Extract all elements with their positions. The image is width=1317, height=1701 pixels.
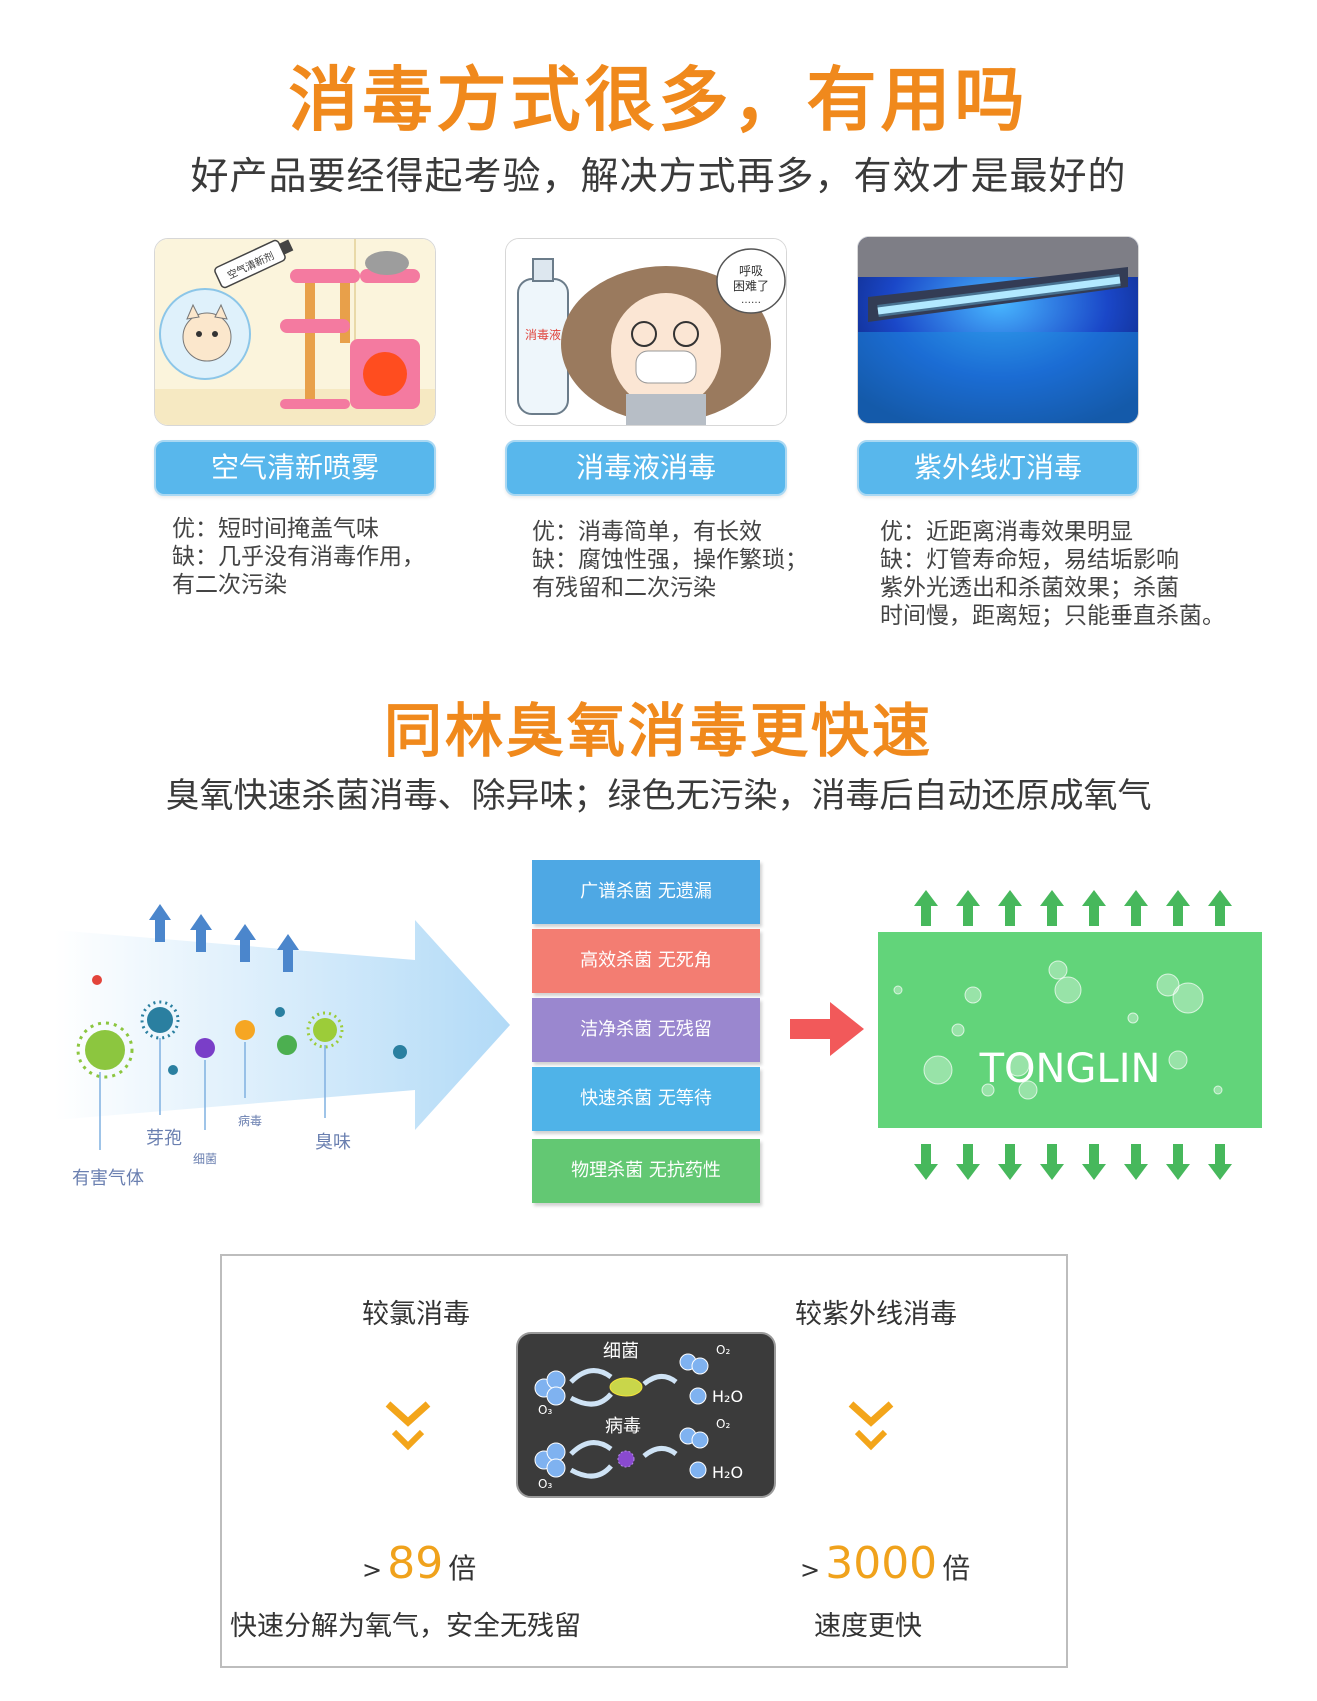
speech-line-1: 呼吸 <box>739 264 763 278</box>
label-bacteria: 细菌 <box>193 1152 218 1166</box>
air-spray-cons-1: 缺：几乎没有消毒作用， <box>172 544 425 570</box>
diagram-o3-bottom: O₃ <box>538 1477 552 1491</box>
germs-arrow-graphic <box>55 904 510 1150</box>
uv-unit: 倍 <box>942 1552 971 1585</box>
chlorine-multiplier: > 89 倍 <box>362 1538 476 1589</box>
method-uv-lamp-button: 紫外线灯消毒 <box>857 440 1139 496</box>
diagram-o3-top: O₃ <box>538 1403 552 1417</box>
brand-name: TONGLIN <box>979 1046 1161 1092</box>
air-spray-illustration: 空气清新剂 <box>154 238 436 426</box>
feature-tag-efficient: 高效杀菌 无死角 <box>532 929 760 993</box>
uv-cons-2: 紫外光透出和杀菌效果；杀菌 <box>880 575 1179 601</box>
feature-tag-clean: 洁净杀菌 无残留 <box>532 998 760 1062</box>
diagram-bacteria-label: 细菌 <box>603 1341 639 1362</box>
air-spray-pros: 优：短时间掩盖气味 <box>172 516 379 542</box>
right-arrow-icon <box>790 1002 864 1056</box>
greater-than-sign: > <box>800 1556 821 1584</box>
label-spore: 芽孢 <box>146 1128 182 1149</box>
chevron-down-icon <box>848 1401 894 1451</box>
feature-tag-physical: 物理杀菌 无抗药性 <box>532 1139 760 1203</box>
disinfectant-cons-2: 有残留和二次污染 <box>532 575 716 601</box>
air-spray-cons-2: 有二次污染 <box>172 572 287 598</box>
uv-pros: 优：近距离消毒效果明显 <box>880 519 1133 545</box>
feature-tag-broad-spectrum: 广谱杀菌 无遗漏 <box>532 860 760 924</box>
page-subtitle: 好产品要经得起考验，解决方式再多，有效才是最好的 <box>190 154 1127 198</box>
chlorine-value: 89 <box>387 1538 444 1589</box>
greater-than-sign: > <box>362 1556 383 1584</box>
disinfectant-illustration: 消毒液 呼吸 困难了 …… <box>505 238 787 426</box>
ozone-subtitle: 臭氧快速杀菌消毒、除异味；绿色无污染，消毒后自动还原成氧气 <box>165 776 1152 816</box>
chevron-down-icon <box>385 1401 431 1451</box>
diagram-h2o-bottom: H₂O <box>712 1463 743 1482</box>
ozone-title: 同林臭氧消毒更快速 <box>383 697 933 765</box>
chlorine-description: 快速分解为氧气，安全无残留 <box>230 1611 581 1642</box>
page-title: 消毒方式很多，有用吗 <box>288 59 1029 141</box>
uv-value: 3000 <box>825 1538 938 1589</box>
diagram-h2o-top: H₂O <box>712 1387 743 1406</box>
feature-tag-fast: 快速杀菌 无等待 <box>532 1067 760 1131</box>
chlorine-unit: 倍 <box>448 1552 477 1585</box>
label-odor: 臭味 <box>315 1132 351 1153</box>
disinfectant-cons-1: 缺：腐蚀性强，操作繁琐； <box>532 547 808 573</box>
uv-multiplier: > 3000 倍 <box>800 1538 970 1589</box>
label-harmful-gas: 有害气体 <box>72 1168 144 1189</box>
bottle-label: 消毒液 <box>525 327 561 342</box>
speech-line-3: …… <box>741 295 761 306</box>
uv-description: 速度更快 <box>814 1611 922 1642</box>
uv-cons-3: 时间慢，距离短；只能垂直杀菌。 <box>880 603 1225 629</box>
diagram-o2-top: O₂ <box>716 1343 730 1357</box>
method-disinfectant-button: 消毒液消毒 <box>505 440 787 496</box>
compare-uv-title: 较紫外线消毒 <box>795 1299 957 1330</box>
uv-cons-1: 缺：灯管寿命短，易结垢影响 <box>880 547 1179 573</box>
method-air-spray-button: 空气清新喷雾 <box>154 440 436 496</box>
ozone-result-graphic: TONGLIN <box>878 890 1262 1180</box>
speech-line-2: 困难了 <box>733 279 769 293</box>
disinfectant-pros: 优：消毒简单，有长效 <box>532 519 762 545</box>
label-virus: 病毒 <box>238 1114 263 1128</box>
diagram-virus-label: 病毒 <box>605 1416 641 1437</box>
uv-lamp-illustration <box>857 236 1139 424</box>
diagram-o2-bottom: O₂ <box>716 1417 730 1431</box>
compare-chlorine-title: 较氯消毒 <box>362 1299 470 1330</box>
ozone-reaction-diagram: 细菌 O₂ H₂O O₃ 病毒 O₂ H₂O O₃ <box>516 1332 776 1498</box>
